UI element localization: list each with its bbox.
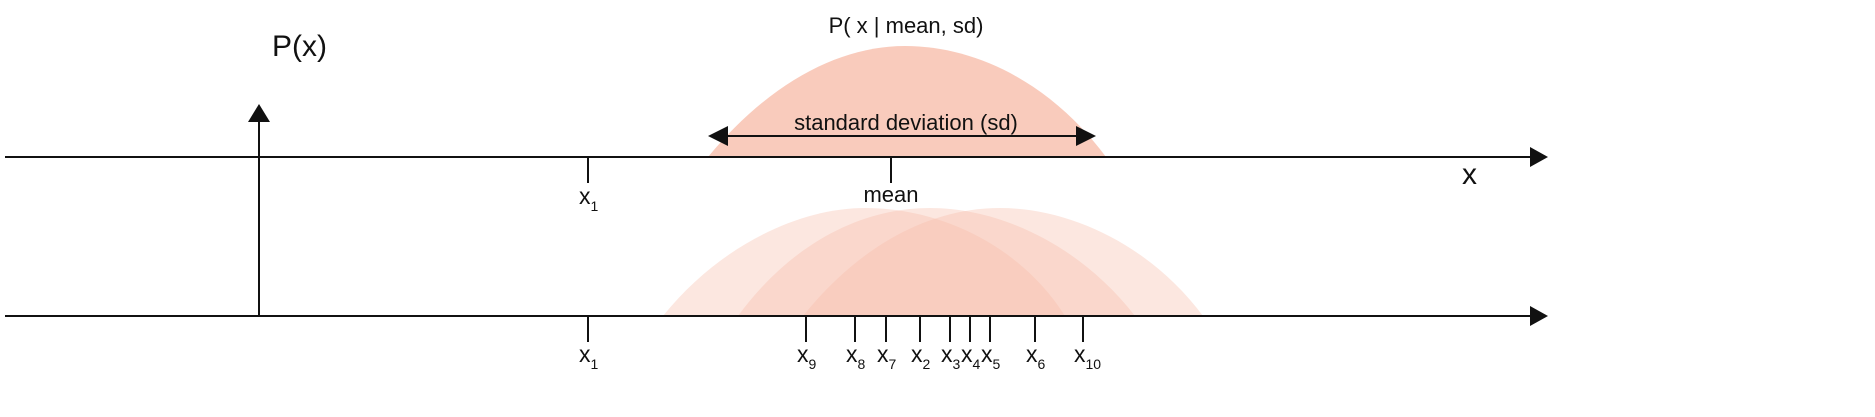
top-x-axis-arrowhead — [1530, 147, 1548, 167]
bottom-tick-label-x10: x10 — [1074, 341, 1101, 372]
top-curve-title: P( x | mean, sd) — [829, 13, 984, 38]
bottom-curve-left — [663, 208, 1065, 316]
sd-arrowhead-right — [1076, 126, 1096, 146]
x-axis-label: x — [1462, 158, 1477, 191]
bottom-tick-label-x3: x3 — [941, 341, 961, 372]
bottom-curve-center — [738, 208, 1135, 316]
sd-arrowhead-left — [708, 126, 728, 146]
bottom-tick-label-x2: x2 — [911, 341, 931, 372]
bottom-tick-label-x6: x6 — [1026, 341, 1046, 372]
sd-label: standard deviation (sd) — [794, 110, 1018, 135]
bottom-curve-right — [803, 208, 1203, 316]
bottom-tick-label-x1: x1 — [579, 341, 599, 372]
y-axis-label: P(x) — [272, 30, 327, 63]
bottom-tick-label-x8: x8 — [846, 341, 866, 372]
bottom-tick-label-x4: x4 — [961, 341, 981, 372]
y-axis-arrowhead — [248, 104, 270, 122]
mean-label: mean — [863, 182, 918, 207]
top-tick-label-x1: x1 — [579, 183, 599, 214]
top-distribution-curve — [708, 46, 1106, 157]
bottom-tick-label-x7: x7 — [877, 341, 897, 372]
bottom-x-axis-arrowhead — [1530, 306, 1548, 326]
bottom-tick-label-x5: x5 — [981, 341, 1001, 372]
bottom-tick-label-x9: x9 — [797, 341, 817, 372]
